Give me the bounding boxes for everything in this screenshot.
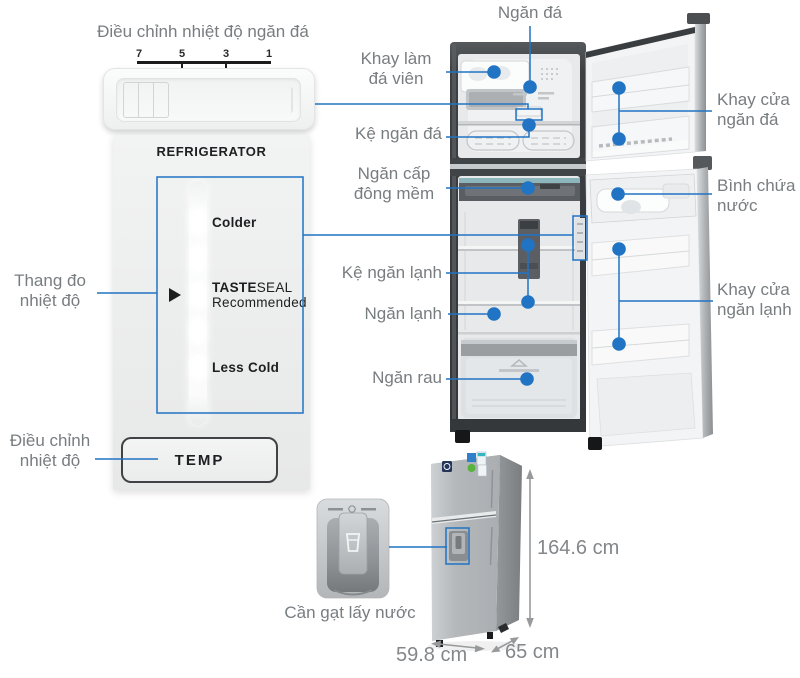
- callout-dots: [487, 65, 626, 386]
- label-ke-ngan-da: Kệ ngăn đá: [355, 124, 442, 143]
- led-indicator: [192, 283, 204, 307]
- slider-knob: [123, 82, 169, 118]
- callout-dot-freezer-shelf: [522, 118, 536, 132]
- callout-dot-fridge-door-tray-2: [612, 337, 626, 351]
- label-thang-do-nhiet-do: Thang đo nhiệt độ: [14, 271, 86, 311]
- door-gap: [432, 511, 496, 524]
- panel-header: REFRIGERATOR: [156, 144, 267, 159]
- freezer-temp-title: Điều chỉnh nhiệt độ ngăn đá: [97, 22, 309, 41]
- callout-dot-water-tank: [611, 187, 625, 201]
- door-hinge-top: [687, 13, 710, 24]
- brand-logo: [442, 461, 452, 472]
- open-fridge-illustration: [450, 42, 586, 443]
- label-ke-ngan-lanh: Kệ ngăn lạnh: [341, 263, 442, 282]
- fridge-temp-display: [575, 218, 585, 260]
- freezer-print-marks: [513, 92, 554, 100]
- dimension-height: 164.6 cm: [537, 537, 620, 559]
- freezer-floor-vents: [466, 130, 575, 151]
- fridge-door-open: [585, 156, 713, 450]
- label-can-gat-lay-nuoc: Cần gạt lấy nước: [284, 603, 416, 622]
- led-indicator: [192, 319, 204, 343]
- fridge-foot: [455, 430, 470, 443]
- led-indicator: [192, 355, 204, 379]
- dispenser-lever: [338, 512, 368, 575]
- label-khay-cua-ngan-lanh: Khay cửa ngăn lạnh: [717, 280, 792, 320]
- callout-dot-fridge-door-tray-1: [612, 242, 626, 256]
- callout-dot-freezer-door-tray-2: [612, 132, 626, 146]
- fridge-shelf: [458, 246, 580, 251]
- fridge-door-tray: [591, 234, 690, 277]
- vegetable-drawer: [461, 338, 577, 418]
- fridge-foot: [588, 437, 602, 450]
- cabinet-divider: [450, 158, 586, 176]
- freezer-air-vents: [541, 68, 558, 80]
- callout-dot-fridge-shelf-2: [521, 295, 535, 309]
- level-pointer-arrow-icon: [169, 288, 181, 302]
- freezer-temp-slider-panel: [103, 68, 315, 130]
- drawer-glass-top: [458, 332, 580, 335]
- door-lower-panel: [596, 372, 696, 437]
- scale-tick: [181, 64, 183, 68]
- label-khay-lam-da-vien: Khay làm đá viên: [360, 49, 432, 89]
- door-dispenser: [449, 531, 468, 561]
- freezer-door-tray: [591, 115, 690, 159]
- callout-dot-fridge-shelf-1: [521, 238, 535, 252]
- fridge-display-highlight-box: [572, 215, 588, 261]
- height-dimension-arrow: [526, 469, 534, 628]
- dispenser-closeup: [316, 498, 390, 599]
- label-dieu-chinh-nhiet-do: Điều chỉnh nhiệt độ: [9, 431, 91, 471]
- callout-dot-freezer-door-tray-1: [612, 81, 626, 95]
- freezer-door-open: [585, 13, 710, 162]
- cup-icon: [346, 533, 360, 552]
- led-indicator: [192, 247, 204, 271]
- scale-tick: [225, 64, 227, 68]
- freezer-temp-scale-line: [137, 61, 271, 64]
- label-ngan-cap-dong-mem: Ngăn cấp đông mềm: [353, 164, 435, 204]
- closed-fridge-illustration: [428, 451, 524, 651]
- scale-number-3: 3: [222, 48, 230, 60]
- fridge-door-tray: [591, 323, 690, 366]
- door-hinge-middle: [693, 156, 712, 170]
- slider-dimple: [287, 87, 293, 113]
- callout-dot-soft-freeze: [521, 181, 535, 195]
- tasteseal-sensor-column: [518, 219, 540, 279]
- recommended-label: Recommended: [212, 295, 307, 310]
- soft-freeze-tray: [459, 178, 580, 201]
- callout-dot-fridge: [487, 307, 501, 321]
- dimension-depth: 65 cm: [505, 641, 560, 663]
- freezer-shelf: [458, 121, 580, 126]
- scale-number-1: 1: [265, 48, 273, 60]
- dimension-width: 59.8 cm: [396, 644, 468, 666]
- label-binh-chua-nuoc: Bình chứa nước: [717, 176, 796, 216]
- label-khay-cua-ngan-da: Khay cửa ngăn đá: [717, 90, 790, 130]
- freezer-temp-control-unit: [516, 106, 542, 117]
- freezer-control-highlight-box: [515, 108, 543, 121]
- tasteseal-label: TASTESEAL Recommended: [212, 280, 307, 310]
- dispenser-top-print: [328, 505, 376, 513]
- scale-number-7: 7: [135, 48, 143, 60]
- callout-dot-veg-drawer: [520, 372, 534, 386]
- fridge-foot: [487, 632, 493, 639]
- energy-stickers: [467, 451, 487, 477]
- freezer-door-tray: [591, 66, 690, 113]
- fridge-shelf: [458, 301, 580, 306]
- colder-label: Colder: [212, 215, 257, 230]
- label-ngan-lanh: Ngăn lạnh: [364, 304, 442, 323]
- callout-dot-freezer: [523, 80, 537, 94]
- dispenser-highlight-box: [445, 527, 470, 565]
- less-cold-label: Less Cold: [212, 360, 280, 375]
- slider-track: [116, 78, 301, 122]
- label-ngan-da: Ngăn đá: [497, 3, 563, 22]
- temp-button: TEMP: [121, 437, 278, 483]
- label-ngan-rau: Ngăn rau: [372, 368, 442, 387]
- led-indicator: [192, 210, 204, 234]
- ice-cube-tray: [460, 60, 530, 110]
- scale-number-5: 5: [178, 48, 186, 60]
- callout-dot-ice-tray: [487, 65, 501, 79]
- water-tank: [589, 173, 697, 224]
